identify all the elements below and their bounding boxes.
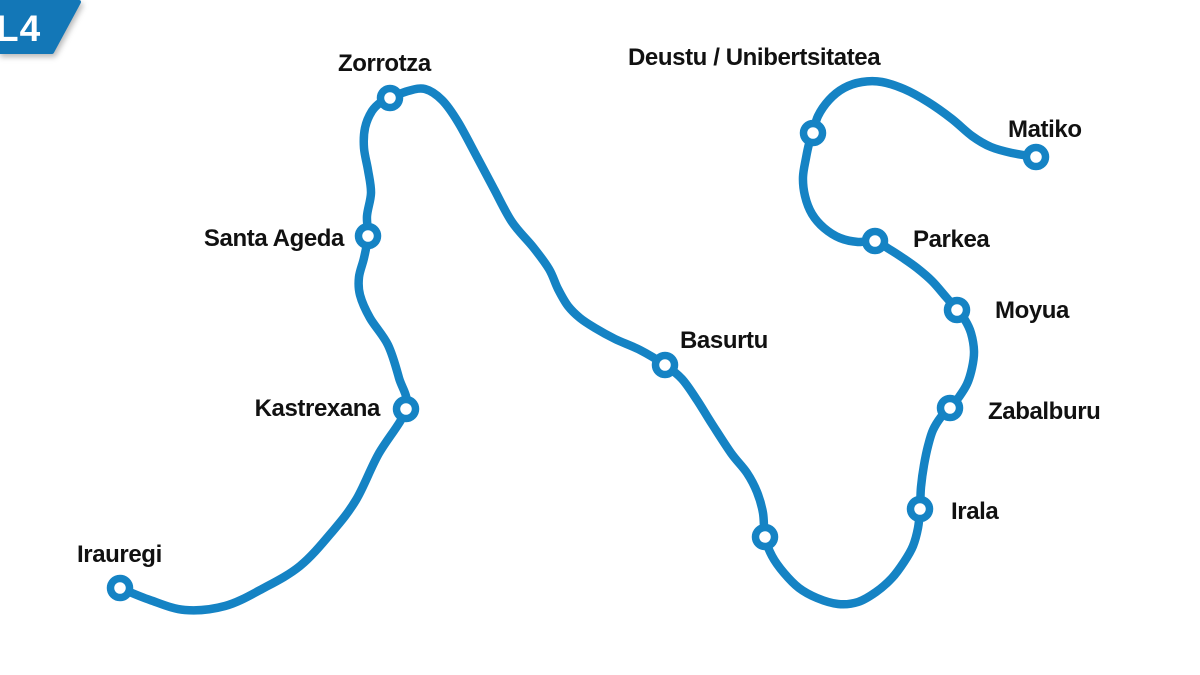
station-marker-unnamed xyxy=(751,523,779,551)
station-label-irauregi: Irauregi xyxy=(77,541,162,568)
station-label-matiko: Matiko xyxy=(1008,116,1082,143)
station-marker-parkea xyxy=(861,227,889,255)
station-marker-moyua xyxy=(943,296,971,324)
station-label-parkea: Parkea xyxy=(913,226,990,253)
station-marker-zabalburu xyxy=(936,394,964,422)
station-label-irala: Irala xyxy=(951,498,999,525)
stations-layer xyxy=(106,84,1050,602)
station-label-santa-ageda: Santa Ageda xyxy=(204,225,345,252)
line-path xyxy=(115,76,1041,615)
station-label-zorrotza: Zorrotza xyxy=(338,50,432,77)
station-marker-deustu-unibertsitatea xyxy=(799,119,827,147)
station-marker-matiko xyxy=(1022,143,1050,171)
station-marker-zorrotza xyxy=(376,84,404,112)
station-label-zabalburu: Zabalburu xyxy=(988,398,1100,425)
station-marker-basurtu xyxy=(651,351,679,379)
station-label-basurtu: Basurtu xyxy=(680,327,768,354)
line-badge-label: L4 xyxy=(0,8,41,49)
station-marker-kastrexana xyxy=(392,395,420,423)
line-badge: L4 xyxy=(0,0,81,54)
station-label-deustu-unibertsitatea: Deustu / Unibertsitatea xyxy=(628,44,881,71)
line-badge-shape xyxy=(0,0,81,54)
station-label-moyua: Moyua xyxy=(995,297,1070,324)
station-marker-irauregi xyxy=(106,574,134,602)
labels-layer: Irauregi Kastrexana Santa Ageda ZorrotzaBas… xyxy=(77,44,1101,568)
station-marker-santa-ageda xyxy=(354,222,382,250)
station-label-kastrexana: Kastrexana xyxy=(255,395,381,422)
station-marker-irala xyxy=(906,495,934,523)
